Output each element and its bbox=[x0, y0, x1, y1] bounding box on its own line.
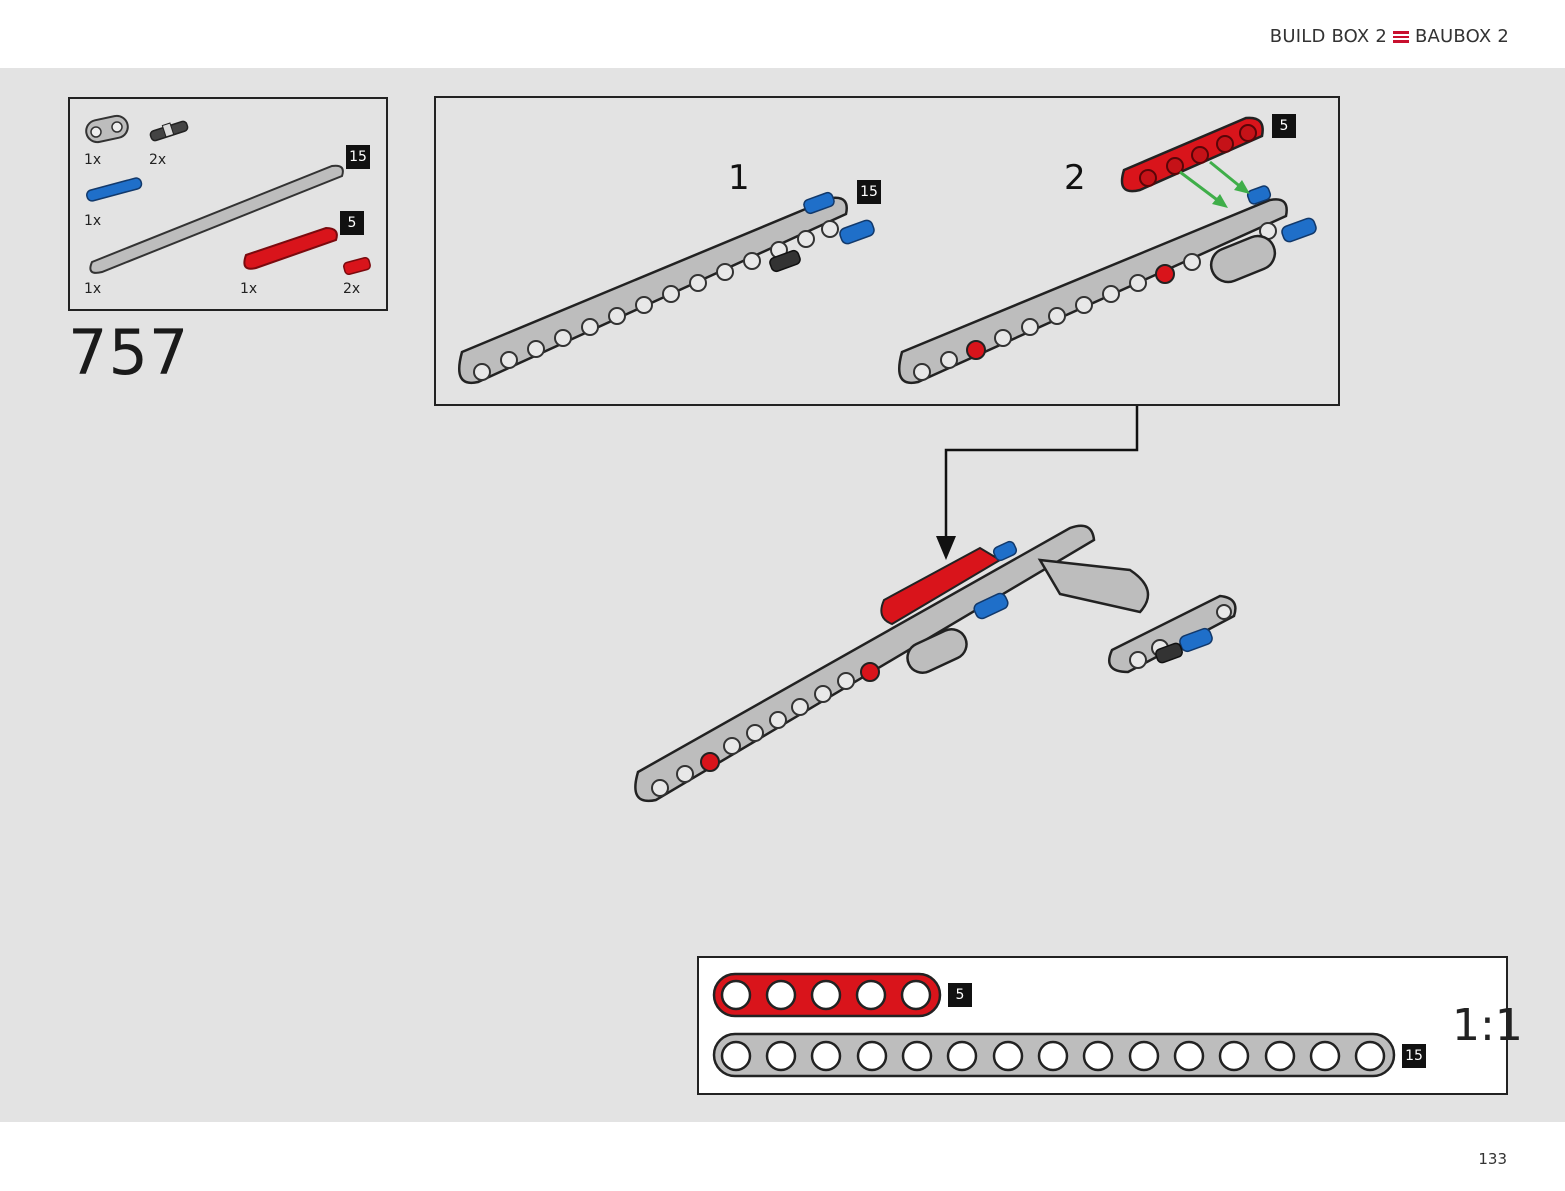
qty-pin-black: 2x bbox=[149, 152, 167, 168]
main-assembly bbox=[634, 524, 1237, 803]
pin-red-icon bbox=[343, 256, 371, 276]
substep-2-beam bbox=[898, 116, 1317, 385]
title-right: BAUBOX 2 bbox=[1415, 26, 1509, 47]
menu-icon bbox=[1393, 30, 1409, 43]
page-footer bbox=[0, 1122, 1565, 1191]
substep-1-number: 1 bbox=[728, 158, 750, 198]
substep-2-badge: 5 bbox=[1272, 114, 1296, 138]
ruler-gray-beam bbox=[712, 1032, 1396, 1078]
qty-pin-red: 2x bbox=[343, 281, 361, 297]
beam-5-red-icon bbox=[243, 226, 338, 270]
page-number: 133 bbox=[1478, 1150, 1507, 1168]
ruler-gray-badge: 15 bbox=[1402, 1044, 1426, 1068]
pin-blue-icon bbox=[86, 177, 143, 202]
substep-1-beam bbox=[458, 191, 875, 385]
callout-arrow bbox=[936, 406, 1139, 560]
badge-beam-15: 15 bbox=[346, 145, 370, 169]
step-number: 757 bbox=[68, 316, 190, 389]
beam-15-gray-icon bbox=[89, 164, 344, 274]
qty-connector: 1x bbox=[84, 152, 102, 168]
ruler-red-beam bbox=[712, 972, 942, 1018]
badge-beam-5: 5 bbox=[340, 211, 364, 235]
build-box-title: BUILD BOX 2 BAUBOX 2 bbox=[1270, 26, 1509, 47]
pin-black-icon bbox=[149, 120, 189, 142]
qty-beam-5: 1x bbox=[240, 281, 258, 297]
page-header: BUILD BOX 2 BAUBOX 2 bbox=[0, 0, 1565, 68]
scale-label: 1:1 bbox=[1452, 1000, 1523, 1051]
parts-list-box bbox=[68, 97, 388, 311]
connector-gray-icon bbox=[85, 114, 129, 144]
substep-2-number: 2 bbox=[1064, 158, 1086, 198]
ruler-red-badge: 5 bbox=[948, 983, 972, 1007]
title-left: BUILD BOX 2 bbox=[1269, 26, 1387, 47]
qty-pin-blue: 1x bbox=[84, 213, 102, 229]
qty-beam-15: 1x bbox=[84, 281, 102, 297]
substep-1-badge: 15 bbox=[857, 180, 881, 204]
